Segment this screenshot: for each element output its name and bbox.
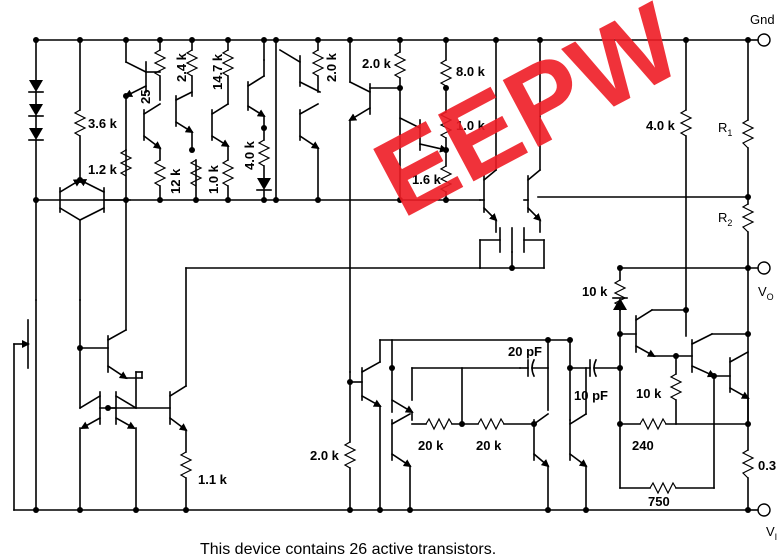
vo-terminal bbox=[757, 261, 771, 275]
label-20k-b: 20 k bbox=[476, 438, 502, 453]
label-2-0k-b: 2.0 k bbox=[362, 56, 392, 71]
current-mirror-left bbox=[77, 199, 171, 511]
label-12k: 12 k bbox=[168, 168, 183, 194]
label-1-1k: 1.1 k bbox=[198, 472, 228, 487]
label-20pf: 20 pF bbox=[508, 344, 542, 359]
label-1-0k-a: 1.0 k bbox=[456, 118, 486, 133]
label-750: 750 bbox=[648, 494, 670, 509]
label-gnd: Gnd bbox=[750, 12, 775, 27]
label-10k-b: 10 k bbox=[636, 386, 662, 401]
label-2-0k-a: 2.0 k bbox=[324, 52, 339, 82]
r2-resistor bbox=[741, 203, 755, 233]
label-vi: VI bbox=[766, 524, 777, 542]
output-stage bbox=[612, 267, 755, 495]
transistor-1-1k bbox=[168, 267, 481, 511]
gnd-terminal bbox=[757, 33, 771, 47]
error-amplifier bbox=[349, 339, 621, 511]
cross-coupled-pair bbox=[35, 178, 131, 301]
label-3-6k: 3.6 k bbox=[88, 116, 118, 131]
label-14-7k: 14.7 k bbox=[210, 53, 225, 90]
label-25: 25 bbox=[138, 90, 153, 104]
label-2-0k-c: 2.0 k bbox=[310, 448, 340, 463]
label-1-6k: 1.6 k bbox=[412, 172, 442, 187]
label-2-4k: 2.4 k bbox=[174, 52, 189, 82]
footnote: This device contains 26 active transisto… bbox=[200, 541, 496, 555]
diode-string bbox=[28, 39, 44, 201]
r1-resistor bbox=[741, 119, 755, 149]
label-10k-a: 10 k bbox=[582, 284, 608, 299]
label-20k-a: 20 k bbox=[418, 438, 444, 453]
bias-cluster bbox=[348, 39, 453, 373]
label-8-0k: 8.0 k bbox=[456, 64, 486, 79]
label-r2: R2 bbox=[718, 210, 732, 228]
label-1-0k-b: 1.0 k bbox=[206, 164, 221, 194]
label-4-0k-a: 4.0 k bbox=[242, 140, 257, 170]
label-240: 240 bbox=[632, 438, 654, 453]
label-4-0k-b: 4.0 k bbox=[646, 118, 676, 133]
label-vo: VO bbox=[758, 284, 774, 302]
label-10pf: 10 pF bbox=[574, 388, 608, 403]
label-1-2k: 1.2 k bbox=[88, 162, 118, 177]
vi-terminal bbox=[757, 503, 771, 517]
label-0-3: 0.3 bbox=[758, 458, 776, 473]
bandgap-cluster bbox=[124, 39, 325, 201]
label-r1: R1 bbox=[718, 120, 732, 138]
